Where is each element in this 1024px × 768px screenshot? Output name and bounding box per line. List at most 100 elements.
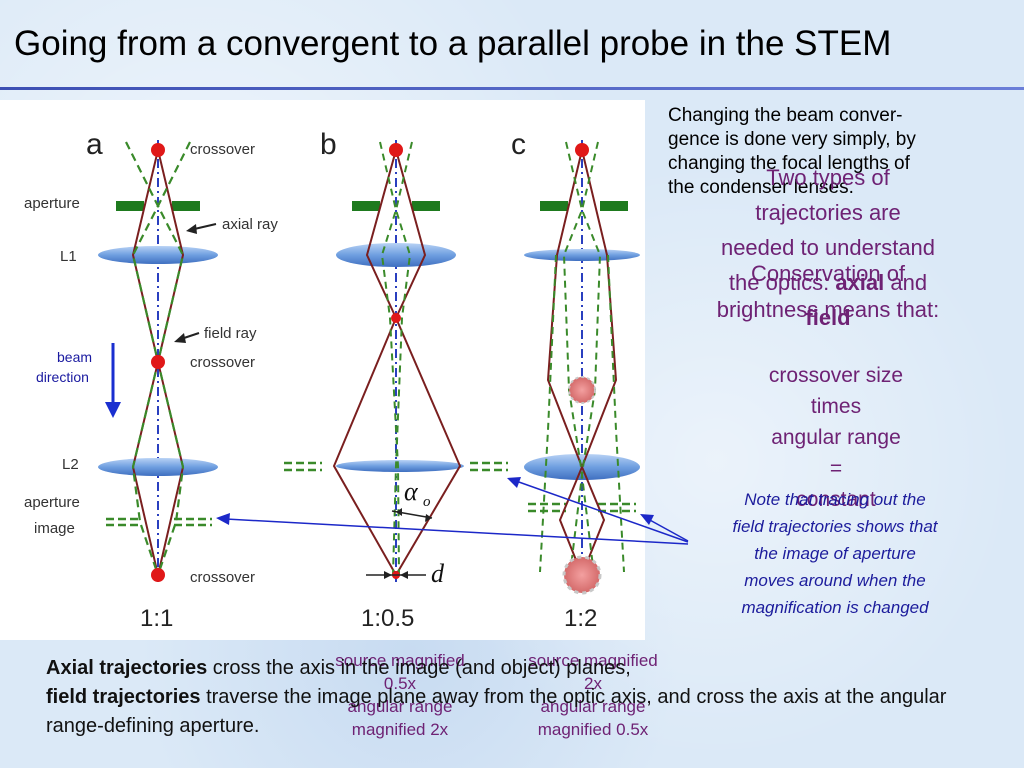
label-axial-ray: axial ray <box>222 216 278 233</box>
caption-c-line-1: source magnified <box>528 651 658 670</box>
lens-l1-c <box>524 249 640 261</box>
caption-b-line-1: source magnified <box>335 651 465 670</box>
label-beam: beam <box>57 349 92 365</box>
note-line-2: field trajectories shows that <box>732 517 938 536</box>
summary-field-term: field trajectories <box>46 686 201 708</box>
crossover-c-top <box>575 143 589 157</box>
note-line-3: the image of aperture <box>754 544 916 563</box>
lens-l2-a <box>98 458 218 476</box>
caption-b-line-4: magnified 2x <box>351 720 449 739</box>
label-l1: L1 <box>60 248 77 265</box>
crossover-relation: crossover size times angular range = con… <box>676 360 996 515</box>
alpha-marker-head-left <box>396 508 402 516</box>
trajectory-summary: Axial trajectories cross the axis in the… <box>46 654 996 741</box>
field-ray-b-left <box>379 141 412 576</box>
crossover-line-4: = <box>829 457 843 480</box>
crossover-a-mid <box>151 355 165 369</box>
ratio-a: 1:1 <box>140 605 173 632</box>
axial-ray-pointer-head <box>186 224 197 234</box>
note-line-4: moves around when the <box>744 571 926 590</box>
slide-title: Going from a convergent to a parallel pr… <box>14 24 892 63</box>
trajectories-text: Two types of trajectories are needed to … <box>668 160 988 335</box>
crossover-a-bottom <box>151 568 165 582</box>
label-crossover-mid: crossover <box>190 354 255 371</box>
label-direction: direction <box>36 369 89 385</box>
aperture-plate-a-right <box>172 201 200 211</box>
two-types-and: and <box>884 270 928 295</box>
d-marker-head-right <box>400 571 408 579</box>
summary-line-field: field trajectories traverse the image pl… <box>46 683 996 741</box>
crossover-b-mid <box>391 313 401 323</box>
note-line-5: magnification is changed <box>741 598 929 617</box>
lens-l2-b <box>336 460 464 472</box>
two-types-axial: axial <box>835 270 885 295</box>
convergence-line-2: gence is done very simply, by <box>668 129 916 150</box>
conservation-text: Conservation of brightness means that: <box>668 256 988 328</box>
label-crossover-bottom: crossover <box>190 569 255 586</box>
panel-letter-c: c <box>511 128 526 161</box>
caption-panel-b: source magnified 0.5x angular range magn… <box>305 649 495 741</box>
label-l2: L2 <box>62 456 79 473</box>
two-types-line-4: the optics: axial and <box>668 265 988 300</box>
optics-diagram: a crossover aperture <box>0 100 645 640</box>
lens-l1-b <box>336 243 456 267</box>
conservation-line-2: brightness means that: <box>716 297 940 322</box>
aperture-plate-a-left <box>116 201 144 211</box>
axial-ray-b-right <box>394 149 462 576</box>
crossover-line-2: times <box>810 395 862 418</box>
ratio-c: 1:2 <box>564 605 597 632</box>
aperture-note: Note that tracing out the field trajecto… <box>690 486 980 621</box>
panel-b: b α o d <box>284 128 508 632</box>
panel-letter-a: a <box>86 128 103 161</box>
panel-a: a crossover aperture <box>24 128 278 632</box>
summary-line-axial: Axial trajectories cross the axis in the… <box>46 654 996 683</box>
crossover-c-mid <box>568 376 596 404</box>
note-line-1: Note that tracing out the <box>744 490 926 509</box>
crossover-line-1: crossover size <box>768 364 904 387</box>
label-crossover-top: crossover <box>190 141 255 158</box>
aperture-plate-c-right <box>600 201 628 211</box>
two-types-line-1: Two types of <box>766 165 890 190</box>
crossover-c-bottom <box>562 555 602 595</box>
caption-c-line-4: magnified 0.5x <box>537 720 649 739</box>
summary-field-text: traverse the image plane away from the o… <box>46 686 947 737</box>
two-types-field: field <box>805 305 851 330</box>
caption-panel-c: source magnified 2x angular range magnif… <box>498 649 688 741</box>
aperture-plate-b-left <box>352 201 380 211</box>
two-types-line-4-prefix: the optics: <box>728 270 836 295</box>
callout-arrow-c <box>647 518 689 542</box>
caption-b-line-2: 0.5x <box>383 674 417 693</box>
label-aperture-image-2: image <box>34 520 75 537</box>
two-types-line-2: trajectories are <box>755 200 901 225</box>
field-ray-b-right <box>380 141 413 576</box>
axial-ray-b-left <box>332 149 398 576</box>
crossover-line-5: constant <box>796 488 876 511</box>
label-field-ray: field ray <box>204 325 257 342</box>
ratio-b: 1:0.5 <box>361 605 414 632</box>
label-aperture-image-1: aperture <box>24 494 80 511</box>
summary-axial-text: cross the axis in the image (and object)… <box>207 657 631 679</box>
crossover-a-top <box>151 143 165 157</box>
alpha-subscript: o <box>423 494 431 510</box>
alpha-symbol: α <box>404 477 419 506</box>
caption-b-line-3: angular range <box>347 697 453 716</box>
convergence-line-4: the condenser lenses. <box>668 177 854 198</box>
panel-c: c 1:2 <box>511 128 640 632</box>
summary-axial-term: Axial trajectories <box>46 657 208 679</box>
optics-diagram-svg: a crossover aperture <box>24 128 640 632</box>
crossover-b-top <box>389 143 403 157</box>
d-symbol: d <box>431 559 445 588</box>
convergence-text: Changing the beam conver- gence is done … <box>668 104 916 200</box>
title-divider <box>0 87 1024 90</box>
caption-c-line-3: angular range <box>540 697 646 716</box>
beam-direction-arrowhead <box>105 402 121 418</box>
convergence-line-1: Changing the beam conver- <box>668 105 903 126</box>
convergence-line-3: changing the focal lengths of <box>668 153 910 174</box>
conservation-line-1: Conservation of <box>750 261 906 286</box>
two-types-line-5: field <box>668 300 988 335</box>
d-marker-head-left <box>384 571 392 579</box>
aperture-plate-b-right <box>412 201 440 211</box>
field-ray-pointer-head <box>174 333 186 343</box>
panel-letter-b: b <box>320 128 337 161</box>
label-aperture: aperture <box>24 195 80 212</box>
